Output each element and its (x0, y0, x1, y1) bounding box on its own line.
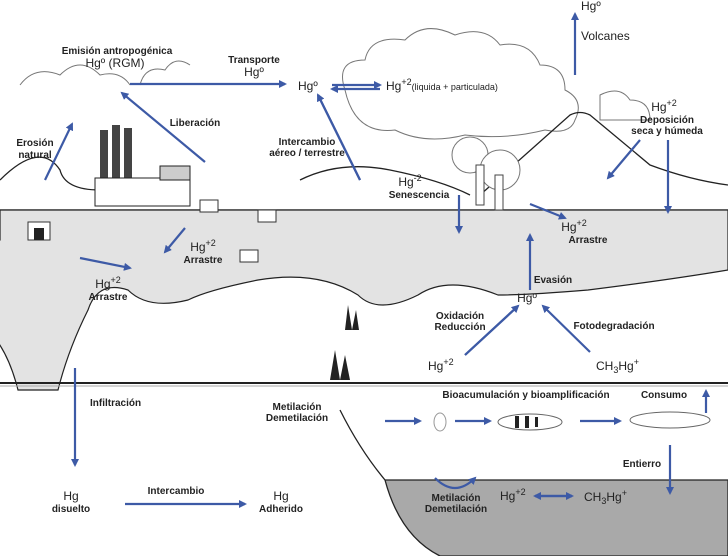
label-deposicion-hg: Hg+2 (651, 98, 677, 114)
label-demetilacion-bottom: Demetilación (425, 504, 487, 515)
label-demetilacion-top: Demetilación (266, 413, 328, 424)
label-ch3hg-water: CH3Hg+ (596, 357, 639, 375)
factory-illustration (94, 125, 191, 207)
label-volcanes: Volcanes (581, 29, 630, 43)
label-senescencia: Senescencia (389, 190, 450, 201)
label-arrastre-right: Arrastre (569, 235, 608, 246)
label-arrastre-mid-hg: Hg+2 (190, 238, 216, 254)
label-hg2-liquid: Hg+2(liquida + particulada) (386, 77, 498, 93)
label-transporte: Transporte (228, 55, 280, 66)
label-metilacion-bottom: Metilación (432, 493, 481, 504)
label-hg-disuelto: Hg (63, 489, 78, 503)
label-infiltracion: Infiltración (90, 398, 141, 409)
label-entierro: Entierro (623, 459, 661, 470)
label-disuelto: disuelto (52, 504, 90, 515)
trees-illustration (451, 136, 521, 211)
label-consumo: Consumo (641, 390, 687, 401)
label-deposicion: Deposición (640, 115, 694, 126)
label-arrastre-left-hg: Hg+2 (95, 275, 121, 291)
clouds (19, 28, 651, 140)
label-arrastre-right-hg: Hg+2 (561, 218, 587, 234)
label-adherido: Adherido (259, 504, 303, 515)
label-arrastre-left: Arrastre (89, 292, 128, 303)
label-seca-humeda: seca y húmeda (631, 126, 703, 137)
label-emision-hg: Hgº (RGM) (85, 56, 144, 70)
label-evasion: Evasión (534, 275, 572, 286)
label-ch3hg-sediment: CH3Hg+ (584, 488, 627, 506)
label-bioacumulacion: Bioacumulación y bioamplificación (442, 390, 609, 401)
flow-arrows (44, 12, 710, 508)
label-hg-adherido: Hg (273, 489, 288, 503)
label-volcano-hg: Hgº (581, 0, 601, 13)
label-erosion: Erosión (16, 138, 53, 149)
label-intercambio: Intercambio (279, 137, 336, 148)
label-aereo-terrestre: aéreo / terrestre (269, 148, 345, 159)
landscape (0, 111, 728, 556)
label-senescencia-hg: Hg-2 (398, 173, 421, 189)
label-hg0-water: Hgº (517, 291, 537, 305)
label-metilacion-top: Metilación (273, 402, 322, 413)
fish-illustration (330, 305, 711, 432)
label-reduccion: Reducción (434, 322, 485, 333)
label-hg2-sediment: Hg+2 (500, 487, 526, 503)
label-hg0-air: Hgº (298, 79, 318, 93)
label-emision-antropogenica: Emisión antropogénica (62, 46, 173, 57)
label-liberacion: Liberación (170, 118, 221, 129)
houses-illustration (27, 199, 277, 263)
labels: Emisión antropogénica Hgº (RGM) Transpor… (16, 0, 703, 515)
label-natural: natural (18, 150, 52, 161)
label-intercambio-bottom: Intercambio (148, 486, 205, 497)
label-hg2-water: Hg+2 (428, 357, 454, 373)
label-arrastre-mid: Arrastre (184, 255, 223, 266)
label-oxidacion: Oxidación (436, 311, 484, 322)
label-fotodegradacion: Fotodegradación (573, 321, 654, 332)
label-transporte-hg: Hgº (244, 65, 264, 79)
